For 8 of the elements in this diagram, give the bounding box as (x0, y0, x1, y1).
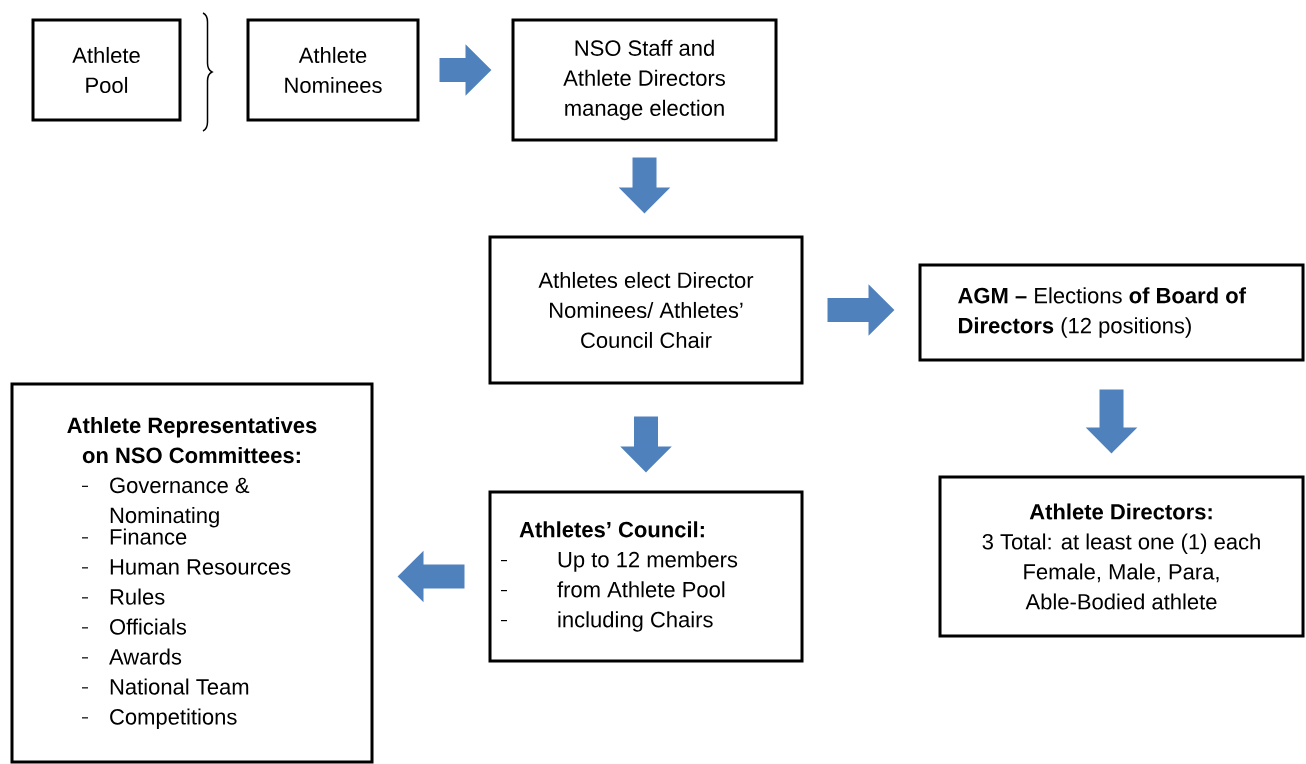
text-box: Athlete Representatives on NSO Committees: Governance & Nominating Finance Human Resources Rules Officials Awards National Team Competitions (10, 382, 374, 764)
text-box: AGM – Elections of Board of Directors (12 positions) (918, 263, 1305, 362)
text-box: Athlete Nominees (246, 18, 420, 122)
text-box: Athlete Directors: 3 Total: at least one (1) each Female, Male, Para, Able-Bodied athlete (938, 475, 1305, 638)
text-box: Athlete Pool (31, 18, 182, 122)
text-box: NSO Staff and Athlete Directors manage election (511, 18, 778, 142)
text-box: Athletes’ Council: Up to 12 members from Athlete Pool including Chairs (488, 490, 804, 663)
text-box: Athletes elect Director Nominees/ Athletes’ Council Chair (488, 235, 804, 385)
